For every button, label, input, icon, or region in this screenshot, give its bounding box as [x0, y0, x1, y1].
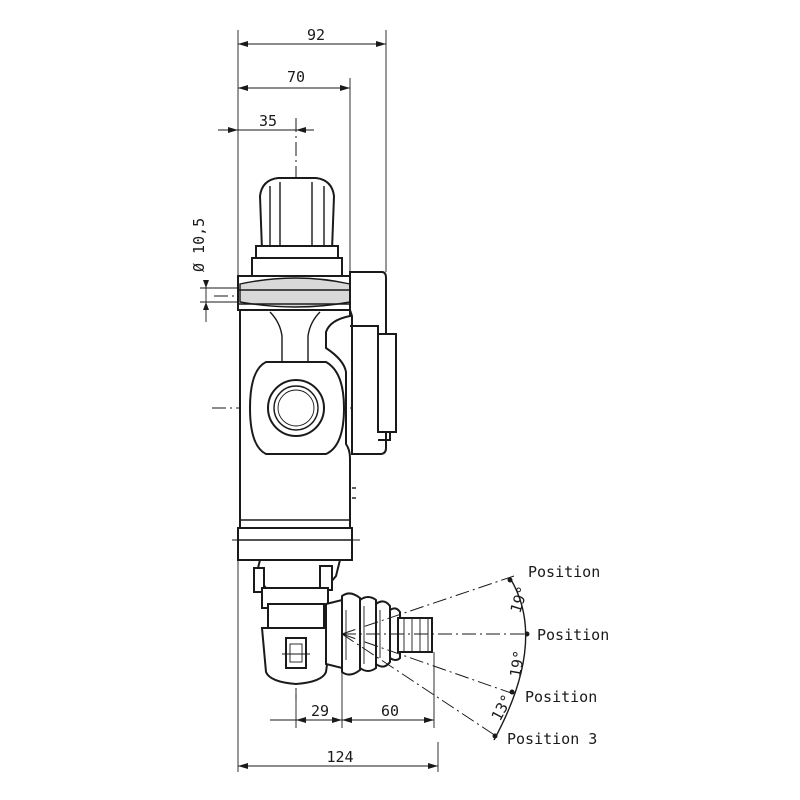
angle-bottom-label: 13°	[488, 692, 517, 724]
ray-lower	[341, 633, 515, 695]
angle-upper-label: 19°	[507, 584, 532, 615]
dim-70-label: 70	[287, 68, 305, 86]
dim-124-label: 124	[326, 748, 353, 766]
dim-60-label: 60	[381, 702, 399, 720]
dim-bore-label: Ø 10,5	[190, 218, 208, 272]
dim-35-label: 35	[259, 112, 277, 130]
position-label-3: Position	[525, 688, 597, 706]
dim-92-label: 92	[307, 26, 325, 44]
valve-body	[232, 271, 397, 561]
dimension-total-length: 124	[237, 560, 439, 772]
dim-29-label: 29	[311, 702, 329, 720]
dimension-lever: 29 60	[270, 652, 435, 728]
ray-bottom	[341, 633, 497, 737]
lever-positions	[341, 575, 530, 741]
dimension-bore-diameter: Ø 10,5	[190, 218, 240, 322]
position-label-2: Position	[537, 626, 609, 644]
dimension-overall-width: 92	[237, 26, 387, 280]
position-label-4: Position 3	[507, 730, 597, 748]
angle-lower-label: 19°	[506, 649, 528, 679]
position-label-1: Position	[528, 563, 600, 581]
actuator-assembly	[253, 559, 433, 686]
dimension-half-width: 35	[218, 112, 314, 133]
angle-arc	[493, 577, 527, 741]
ray-upper	[341, 575, 515, 635]
adjustment-knob	[251, 177, 343, 277]
dimension-body-width: 70	[238, 68, 351, 272]
